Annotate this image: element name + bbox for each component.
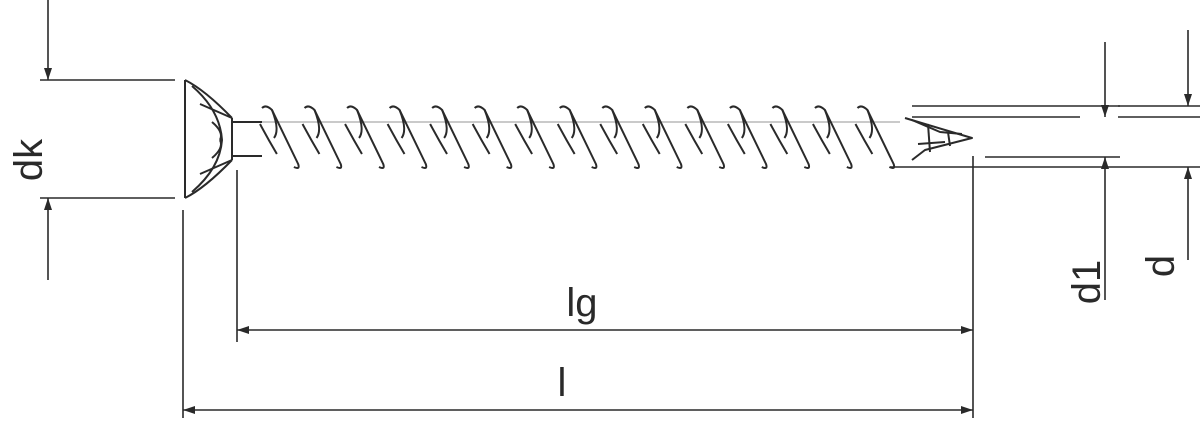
thread-flank bbox=[854, 123, 874, 155]
extension-lines bbox=[40, 79, 1200, 418]
dk-label: dk bbox=[7, 138, 51, 181]
thread-flank bbox=[599, 123, 619, 155]
thread-turn bbox=[388, 105, 428, 169]
thread-flank bbox=[812, 123, 831, 155]
thread-back-edge bbox=[483, 109, 491, 139]
screw-head bbox=[184, 79, 233, 199]
screw-tip bbox=[904, 117, 973, 161]
screw-threads bbox=[259, 105, 900, 169]
thread-flank bbox=[259, 123, 278, 155]
thread-flank bbox=[769, 123, 789, 155]
thread-back-edge bbox=[696, 109, 703, 139]
screw bbox=[184, 79, 973, 199]
thread-flank bbox=[641, 123, 661, 155]
thread-back-edge bbox=[398, 109, 406, 139]
thread-flank bbox=[514, 123, 533, 155]
thread-turn bbox=[559, 105, 598, 169]
thread-flank bbox=[301, 123, 321, 155]
thread-back-edge bbox=[653, 109, 661, 139]
thread-turn bbox=[771, 105, 811, 169]
thread-flank bbox=[429, 123, 448, 155]
thread-turn bbox=[346, 105, 385, 169]
thread-turn bbox=[516, 105, 555, 169]
thread-back-edge bbox=[356, 109, 363, 139]
thread-flank bbox=[471, 123, 491, 155]
thread-turn bbox=[814, 105, 853, 169]
d1-label: d1 bbox=[1065, 260, 1109, 305]
thread-turn bbox=[431, 105, 470, 169]
thread-flank bbox=[556, 123, 576, 155]
screw-shank bbox=[232, 121, 262, 157]
thread-back-edge bbox=[271, 109, 278, 139]
thread-flank bbox=[344, 123, 363, 155]
thread-turn bbox=[729, 105, 768, 169]
thread-turn bbox=[686, 105, 726, 169]
thread-back-edge bbox=[738, 109, 746, 139]
lg-label: lg bbox=[566, 281, 597, 325]
thread-turn bbox=[473, 105, 513, 169]
thread-back-edge bbox=[866, 109, 873, 139]
l-label: l bbox=[558, 361, 567, 405]
thread-turn bbox=[856, 105, 896, 169]
thread-back-edge bbox=[781, 109, 788, 139]
dimension-lines bbox=[44, 0, 1192, 414]
thread-back-edge bbox=[568, 109, 576, 139]
thread-back-edge bbox=[526, 109, 533, 139]
thread-turn bbox=[261, 105, 300, 169]
thread-turn bbox=[644, 105, 683, 169]
thread-flank bbox=[684, 123, 704, 155]
thread-back-edge bbox=[824, 109, 831, 139]
thread-flank bbox=[386, 123, 406, 155]
thread-flank bbox=[726, 123, 746, 155]
thread-turn bbox=[303, 105, 343, 169]
thread-turn bbox=[601, 105, 640, 169]
thread-back-edge bbox=[313, 109, 321, 139]
thread-back-edge bbox=[611, 109, 618, 139]
d-label: d bbox=[1139, 255, 1183, 277]
thread-back-edge bbox=[441, 109, 448, 139]
